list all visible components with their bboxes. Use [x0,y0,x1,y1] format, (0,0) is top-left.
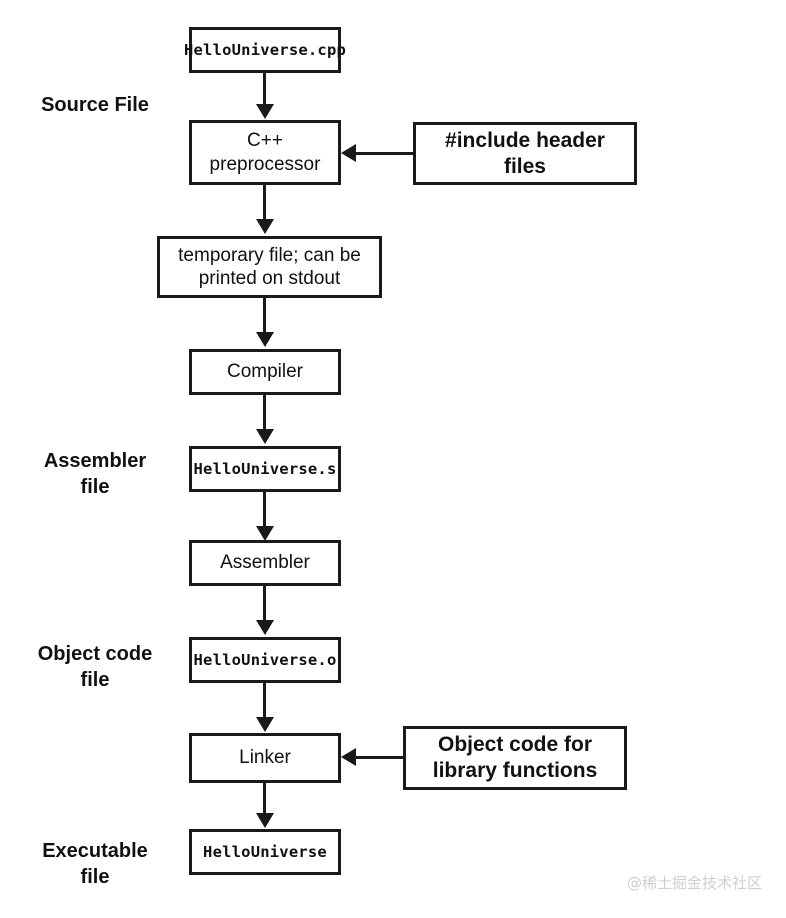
edge-obj-to-linker-line [263,683,266,719]
edge-cpp-to-preprocessor-line [263,73,266,106]
edge-compiler-to-asm-line [263,395,266,431]
edge-linker-to-exe-arrowhead [256,813,274,828]
edge-linker-to-exe-line [263,783,266,815]
edge-cpp-to-preprocessor-arrowhead [256,104,274,119]
node-assembler[interactable]: Assembler [189,540,341,586]
edge-preprocessor-to-temp-line [263,185,266,221]
edge-include-to-preprocessor-line [356,152,414,155]
stage-label-source-file: Source File [41,94,149,116]
edge-obj-to-linker-arrowhead [256,717,274,732]
node-include-header-files[interactable]: #include header files [413,122,637,185]
edge-asm-to-assembler-arrowhead [256,526,274,541]
edge-compiler-to-asm-arrowhead [256,429,274,444]
node-object-code-library[interactable]: Object code for library functions [403,726,627,790]
node-temporary-file[interactable]: temporary file; can be printed on stdout [157,236,382,298]
edge-asm-to-assembler-line [263,492,266,528]
edge-temp-to-compiler-arrowhead [256,332,274,347]
edge-assembler-to-obj-line [263,586,266,622]
node-hellouniverse-o[interactable]: HelloUniverse.o [189,637,341,683]
stage-label-executable-file: Executable file [42,840,148,888]
stage-label-assembler-file: Assembler file [43,450,147,498]
node-cpp-preprocessor[interactable]: C++ preprocessor [189,120,341,185]
node-hellouniverse-exe[interactable]: HelloUniverse [189,829,341,875]
node-hellouniverse-cpp[interactable]: HelloUniverse.cpp [184,27,346,73]
edge-temp-to-compiler-line [263,298,266,334]
edge-library-to-linker-line [356,756,404,759]
node-hellouniverse-s[interactable]: HelloUniverse.s [189,446,341,492]
edge-preprocessor-to-temp-arrowhead [256,219,274,234]
node-linker[interactable]: Linker [189,733,341,783]
edge-assembler-to-obj-arrowhead [256,620,274,635]
edge-include-to-preprocessor-arrowhead [341,144,356,162]
node-compiler[interactable]: Compiler [189,349,341,395]
edge-library-to-linker-arrowhead [341,748,356,766]
stage-label-object-code-file: Object code file [37,643,153,691]
watermark-text: @稀土掘金技术社区 [627,874,763,892]
